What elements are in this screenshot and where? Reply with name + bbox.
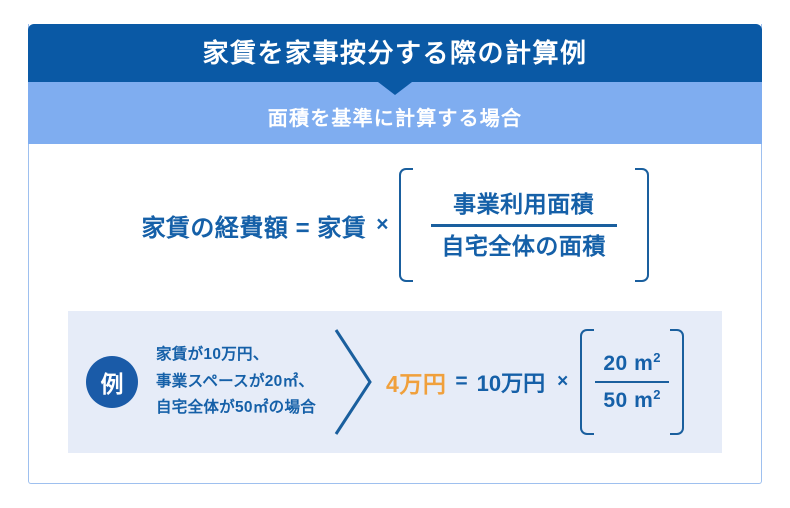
example-base-amount: 10万円 <box>476 371 546 396</box>
example-denominator-superscript: 2 <box>653 387 662 402</box>
example-multiply-symbol: × <box>557 371 569 392</box>
formula-multiply-symbol: × <box>376 213 389 236</box>
example-numerator-superscript: 2 <box>653 349 662 365</box>
subheader-band: 面積を基準に計算する場合 <box>28 82 762 144</box>
example-denominator: 50 m2 <box>603 387 662 413</box>
example-badge: 例 <box>86 356 138 408</box>
example-result: 4万円 <box>386 371 447 397</box>
main-formula: 家賃の経費額 = 家賃 × 事業利用面積 自宅全体の面積 <box>28 160 762 290</box>
example-line: 家賃が10万円、 <box>156 346 269 364</box>
notch-triangle-icon <box>378 82 412 95</box>
example-conditions: 家賃が10万円、 事業スペースが20㎡、 自宅全体が50㎡の場合 <box>156 342 316 422</box>
formula-bracket: 事業利用面積 自宅全体の面積 <box>398 168 649 282</box>
formula-fraction: 事業利用面積 自宅全体の面積 <box>430 191 617 259</box>
formula-denominator: 自宅全体の面積 <box>441 232 606 259</box>
example-line: 自宅全体が50㎡の場合 <box>156 399 317 417</box>
example-calculation: 4万円 = 10万円 × 20 m2 50 m2 <box>386 329 685 435</box>
example-denominator-unit: m <box>634 389 654 412</box>
subheader-title: 面積を基準に計算する場合 <box>267 107 523 130</box>
example-numerator-unit: m <box>634 351 654 375</box>
example-panel: 例 家賃が10万円、 事業スペースが20㎡、 自宅全体が50㎡の場合 4万円 =… <box>68 311 722 453</box>
example-fraction-bar <box>595 381 670 383</box>
example-fraction: 20 m2 50 m2 <box>595 349 670 413</box>
example-numerator: 20 m2 <box>603 349 662 376</box>
example-denominator-value: 50 <box>603 389 628 412</box>
example-numerator-value: 20 <box>603 351 628 375</box>
formula-left-side: 家賃の経費額 = 家賃 <box>141 214 367 242</box>
formula-fraction-bar <box>430 223 617 227</box>
chevron-right-icon <box>334 329 372 435</box>
header-banner: 家賃を家事按分する際の計算例 <box>28 24 762 82</box>
formula-numerator: 事業利用面積 <box>453 191 595 218</box>
example-bracket: 20 m2 50 m2 <box>580 329 685 435</box>
example-equals-symbol: = <box>455 370 468 393</box>
page-title: 家賃を家事按分する際の計算例 <box>202 38 588 68</box>
example-line: 事業スペースが20㎡、 <box>156 372 315 390</box>
